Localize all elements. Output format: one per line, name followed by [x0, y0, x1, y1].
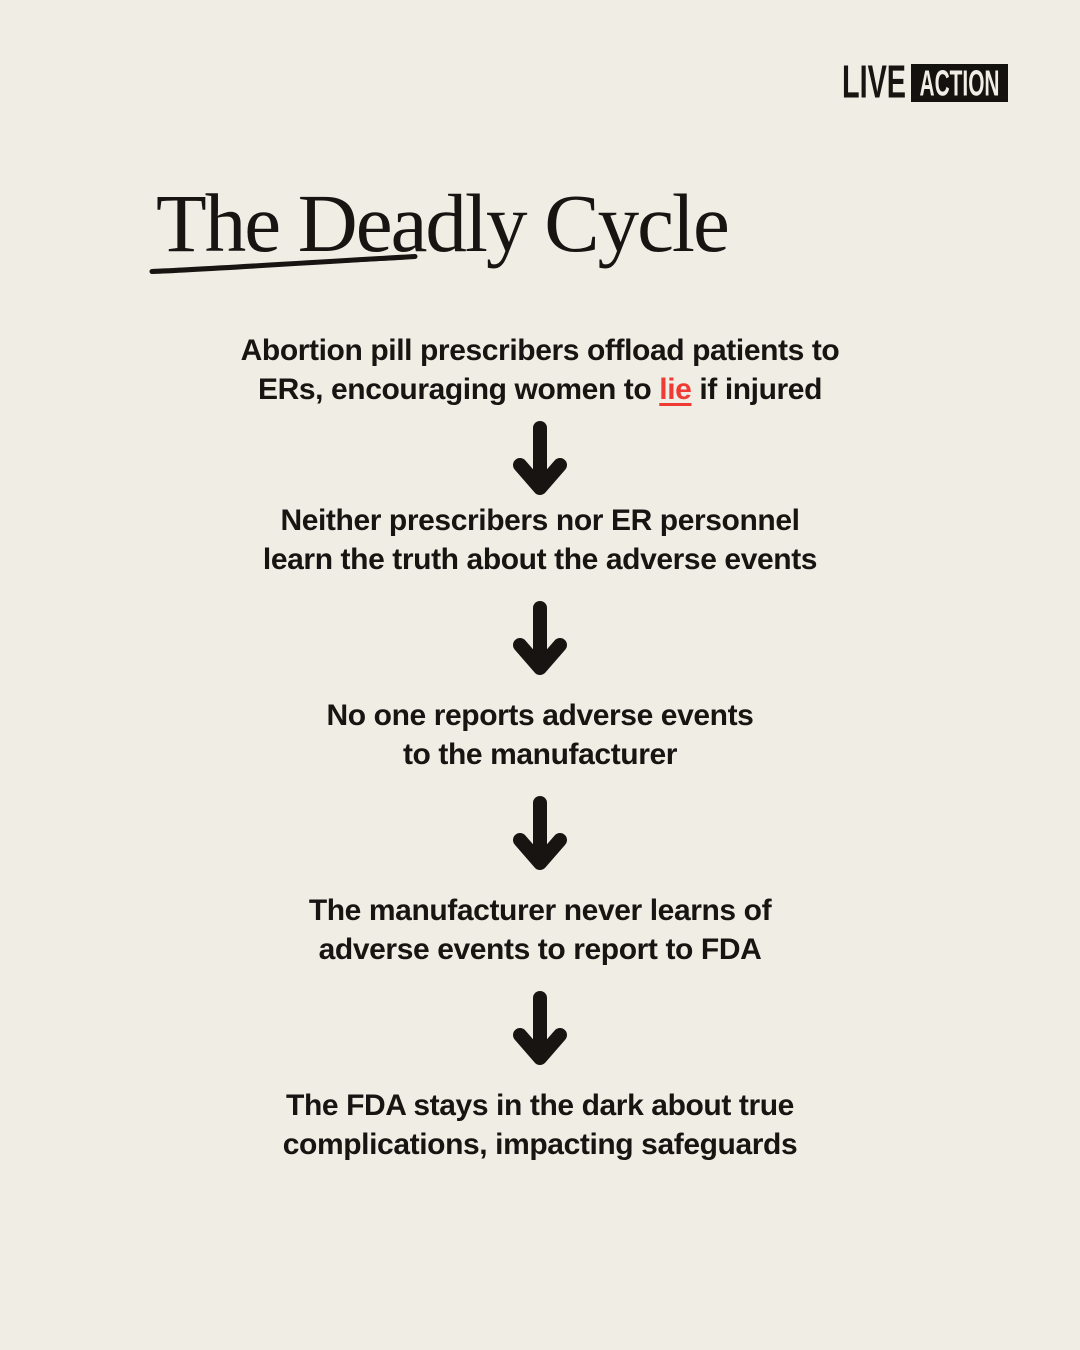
flow-step-3: No one reports adverse events to the man…: [0, 696, 1080, 774]
step-1-text-segment: ERs, encouraging women to: [257, 373, 660, 406]
step-4-line-1: The manufacturer never learns of: [308, 894, 772, 927]
step-3-line-1: No one reports adverse events: [326, 699, 754, 732]
title-underline: [149, 254, 418, 274]
flow-step-1: Abortion pill prescribers offload patien…: [0, 331, 1080, 409]
step-1-line-1: Abortion pill prescribers offload patien…: [240, 334, 840, 367]
flow-step-4: The manufacturer never learns of adverse…: [0, 891, 1080, 969]
highlighted-word-lie: lie: [659, 373, 692, 406]
logo-action-box: [911, 64, 1008, 102]
flow-step-5: The FDA stays in the dark about true com…: [0, 1086, 1080, 1164]
step-2-line-2: learn the truth about the adverse events: [262, 543, 818, 576]
step-1-line-2: ERs, encouraging women to lie if injured: [0, 370, 1080, 409]
page-title: The Deadly Cycle: [156, 177, 730, 269]
flow-step-2: Neither prescribers nor ER personnel lea…: [0, 501, 1080, 579]
step-4-line-2: adverse events to report to FDA: [318, 933, 762, 966]
step-5-line-1: The FDA stays in the dark about true: [286, 1089, 794, 1122]
step-5-line-2: complications, impacting safeguards: [282, 1128, 798, 1161]
down-arrow-icon: [513, 991, 567, 1065]
live-action-logo: LIVE ACTION: [842, 64, 1008, 102]
step-2-line-1: Neither prescribers nor ER personnel: [280, 504, 800, 537]
logo-live-text: LIVE: [842, 64, 906, 102]
logo-action-text: ACTION: [920, 64, 1000, 102]
down-arrow-icon: [513, 796, 567, 870]
step-1-text-segment: if injured: [691, 373, 823, 406]
down-arrow-icon: [513, 421, 567, 495]
step-3-line-2: to the manufacturer: [402, 738, 678, 771]
down-arrow-icon: [513, 601, 567, 675]
